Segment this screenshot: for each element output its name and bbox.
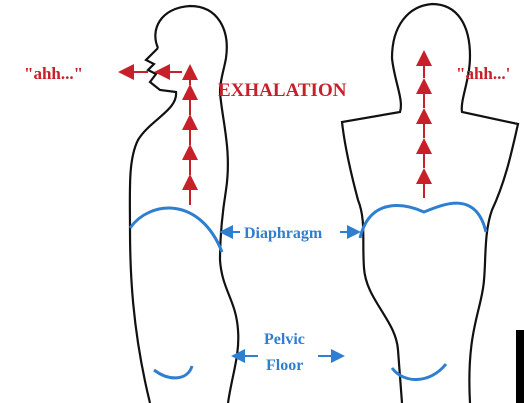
exhalation-label: EXHALATION bbox=[218, 80, 347, 101]
side-diaphragm-curve bbox=[130, 208, 222, 252]
side-face-outline bbox=[130, 48, 176, 403]
pelvic-label-line1: Pelvic bbox=[264, 331, 305, 348]
sound-label-left: "ahh..." bbox=[24, 64, 83, 83]
pelvic-label-line2: Floor bbox=[266, 357, 303, 374]
edge-bar bbox=[516, 330, 524, 403]
side-profile-outline bbox=[155, 6, 238, 403]
sound-label-right: "ahh...' bbox=[456, 64, 510, 83]
side-pelvic-floor-curve bbox=[154, 366, 192, 378]
front-diaphragm-curve bbox=[360, 203, 486, 238]
diaphragm-label: Diaphragm bbox=[244, 225, 323, 242]
